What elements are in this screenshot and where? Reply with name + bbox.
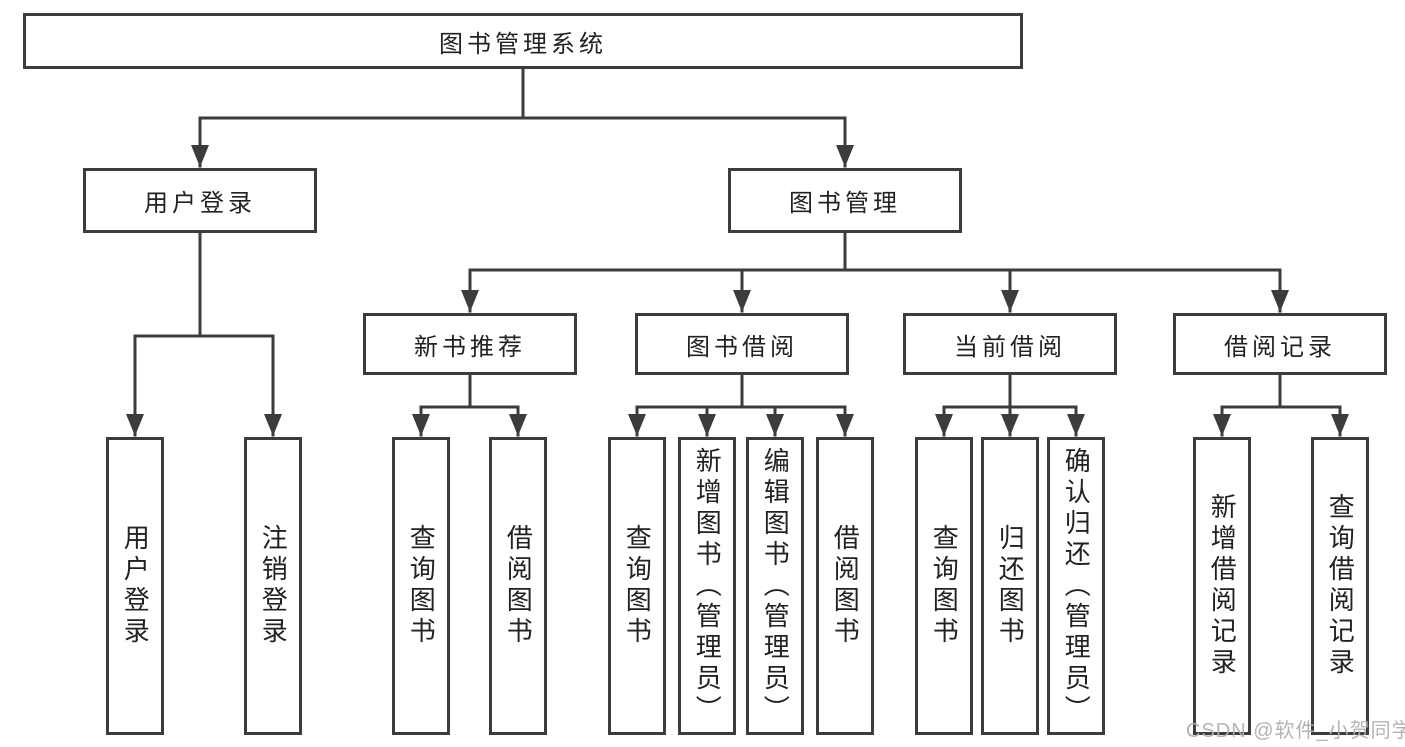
edge-current-bus xyxy=(942,373,1078,409)
node-new-book-recommend: 新书推荐 xyxy=(363,313,577,375)
watermark: CSDN @软件_小贺同学 xyxy=(1186,720,1405,742)
edge-borrow-bus xyxy=(635,373,847,409)
leaf-query-books-1: 查询图书 xyxy=(392,437,450,735)
node-new-book-recommend-label: 新书推荐 xyxy=(414,333,526,361)
edge-records-bus xyxy=(1220,373,1342,409)
node-current-borrow: 当前借阅 xyxy=(903,313,1117,375)
leaf-borrow-books-1: 借阅图书 xyxy=(489,437,547,735)
leaf-add-borrow-record: 新增借阅记录 xyxy=(1193,437,1251,735)
leaf-add-book-admin: 新增图书（管理员） xyxy=(678,437,736,735)
node-user-login-label: 用户登录 xyxy=(144,190,256,217)
node-book-management-label: 图书管理 xyxy=(789,190,901,217)
node-book-management: 图书管理 xyxy=(728,168,962,233)
leaf-query-borrow-record: 查询借阅记录 xyxy=(1311,437,1369,735)
edge-user-bus xyxy=(133,231,275,338)
leaf-query-books-2: 查询图书 xyxy=(608,437,666,735)
node-user-login: 用户登录 xyxy=(83,168,317,233)
leaf-user-login: 用户登录 xyxy=(106,437,164,735)
node-root: 图书管理系统 xyxy=(23,13,1023,69)
leaf-confirm-return-admin: 确认归还（管理员） xyxy=(1047,437,1105,735)
edge-mgmt-bus xyxy=(468,231,1282,272)
edge-root-bus xyxy=(198,67,847,120)
node-root-label: 图书管理系统 xyxy=(439,30,607,58)
leaf-logout: 注销登录 xyxy=(244,437,302,735)
node-book-borrow-label: 图书借阅 xyxy=(686,333,798,361)
node-book-borrow: 图书借阅 xyxy=(635,313,849,375)
edge-newbook-bus xyxy=(419,373,520,409)
leaf-borrow-books-2: 借阅图书 xyxy=(816,437,874,735)
node-borrow-records: 借阅记录 xyxy=(1173,313,1387,375)
leaf-query-books-3: 查询图书 xyxy=(915,437,973,735)
leaf-return-book: 归还图书 xyxy=(981,437,1039,735)
leaf-edit-book-admin: 编辑图书（管理员） xyxy=(746,437,804,735)
node-borrow-records-label: 借阅记录 xyxy=(1224,333,1336,361)
node-current-borrow-label: 当前借阅 xyxy=(954,333,1066,361)
